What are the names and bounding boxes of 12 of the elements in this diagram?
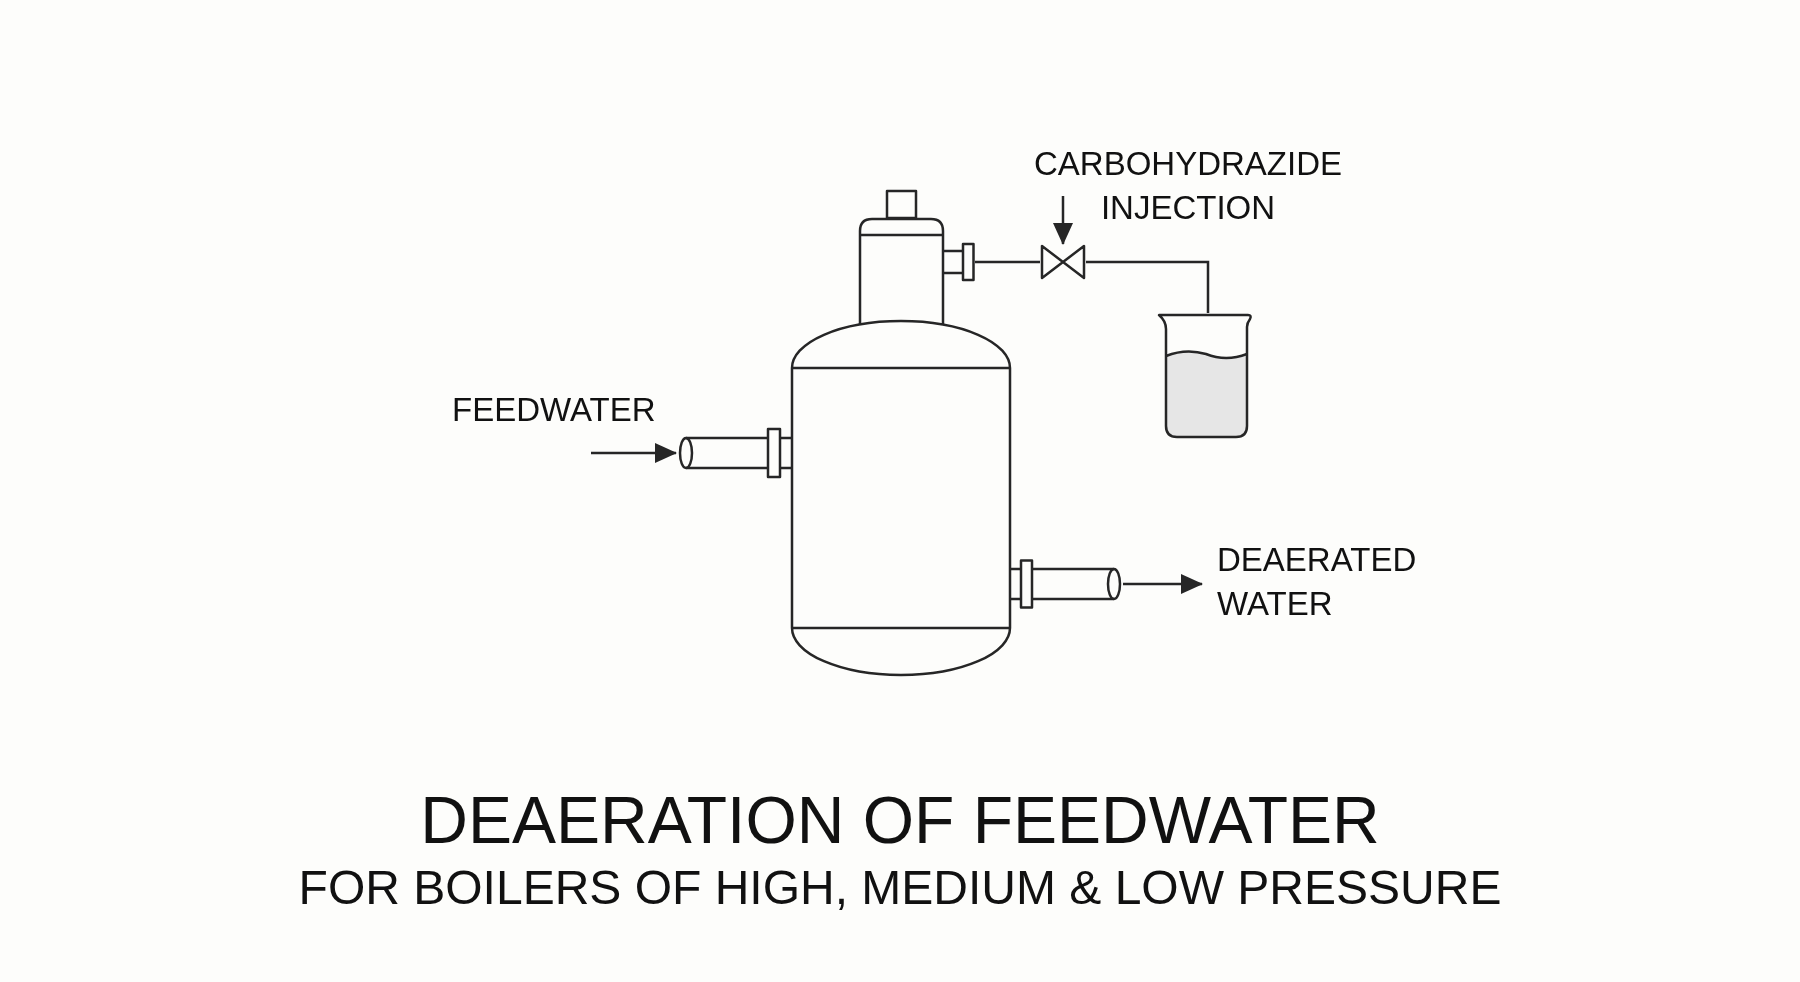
valve-symbol <box>1040 244 1086 280</box>
subtitle: FOR BOILERS OF HIGH, MEDIUM & LOW PRESSURE <box>298 860 1502 916</box>
stream-label: CARBOHYDRAZIDE INJECTION <box>1032 144 1343 228</box>
arrow <box>1123 574 1203 594</box>
title: DEAERATION OF FEEDWATER <box>420 782 1380 858</box>
tank <box>676 318 1123 678</box>
stream-label: DEAERATED WATER <box>1217 540 1418 624</box>
arrow <box>591 443 677 463</box>
arrow <box>1053 196 1073 245</box>
pipe-line <box>1086 260 1210 313</box>
stream-label: FEEDWATER <box>452 390 657 430</box>
pipe-line <box>975 260 1040 264</box>
